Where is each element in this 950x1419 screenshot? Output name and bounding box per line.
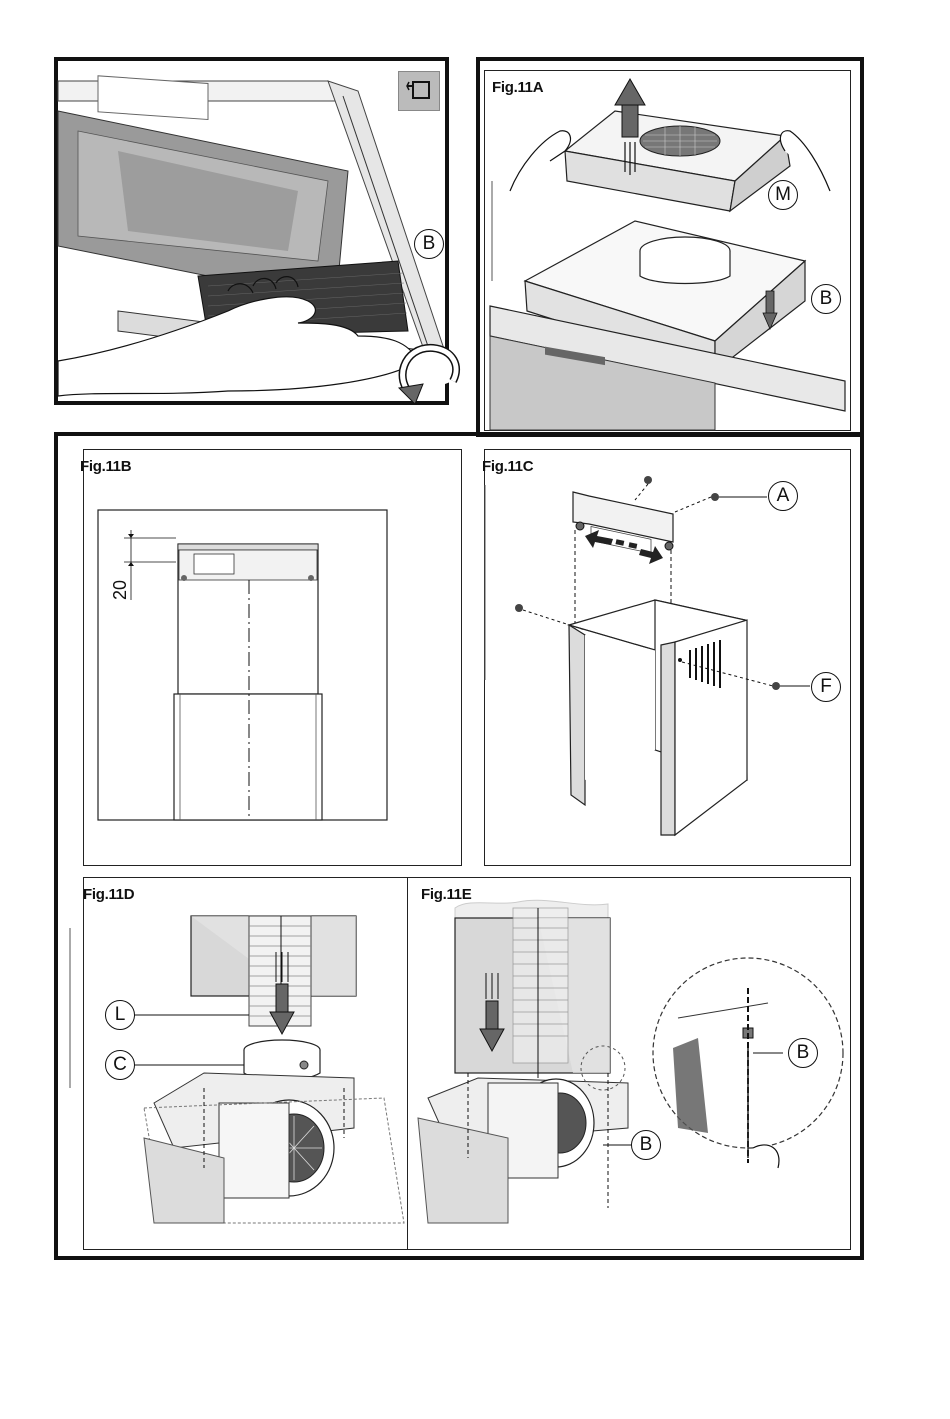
double-arrow-icon	[583, 526, 665, 566]
figure-11b-panel: Fig.11B 20	[83, 449, 462, 866]
figure-11a-panel: Fig.11A M	[484, 70, 851, 431]
callout-f: F	[811, 672, 841, 702]
callout-b-main: B	[631, 1130, 661, 1160]
figure-11c-illustration	[485, 450, 850, 865]
figure-11d-panel: Fig.11D	[83, 877, 408, 1250]
filter-replace-icon	[398, 71, 440, 111]
figure-11e-illustration	[408, 878, 850, 1249]
down-arrow-icon	[270, 952, 294, 1038]
down-arrow-icon	[763, 291, 777, 331]
callout-a: A	[768, 481, 798, 511]
callout-c: C	[105, 1050, 135, 1080]
figure-11b-illustration	[84, 450, 461, 865]
figure-11e-panel: Fig.11E	[407, 877, 851, 1250]
dimension-label: 20	[110, 580, 131, 600]
callout-b: B	[811, 284, 841, 314]
filter-removal-illustration	[58, 61, 445, 401]
figure-filter-removal: B	[54, 57, 449, 405]
callout-m: M	[768, 180, 798, 210]
rotate-arrow-icon	[393, 336, 465, 406]
up-arrow-icon	[613, 77, 647, 177]
callout-b-detail: B	[788, 1038, 818, 1068]
down-arrow-icon	[480, 973, 504, 1055]
figure-11a-illustration	[485, 71, 850, 430]
callout-l: L	[105, 1000, 135, 1030]
callout-b: B	[414, 229, 444, 259]
figure-11c-panel: Fig.11C	[484, 449, 851, 866]
